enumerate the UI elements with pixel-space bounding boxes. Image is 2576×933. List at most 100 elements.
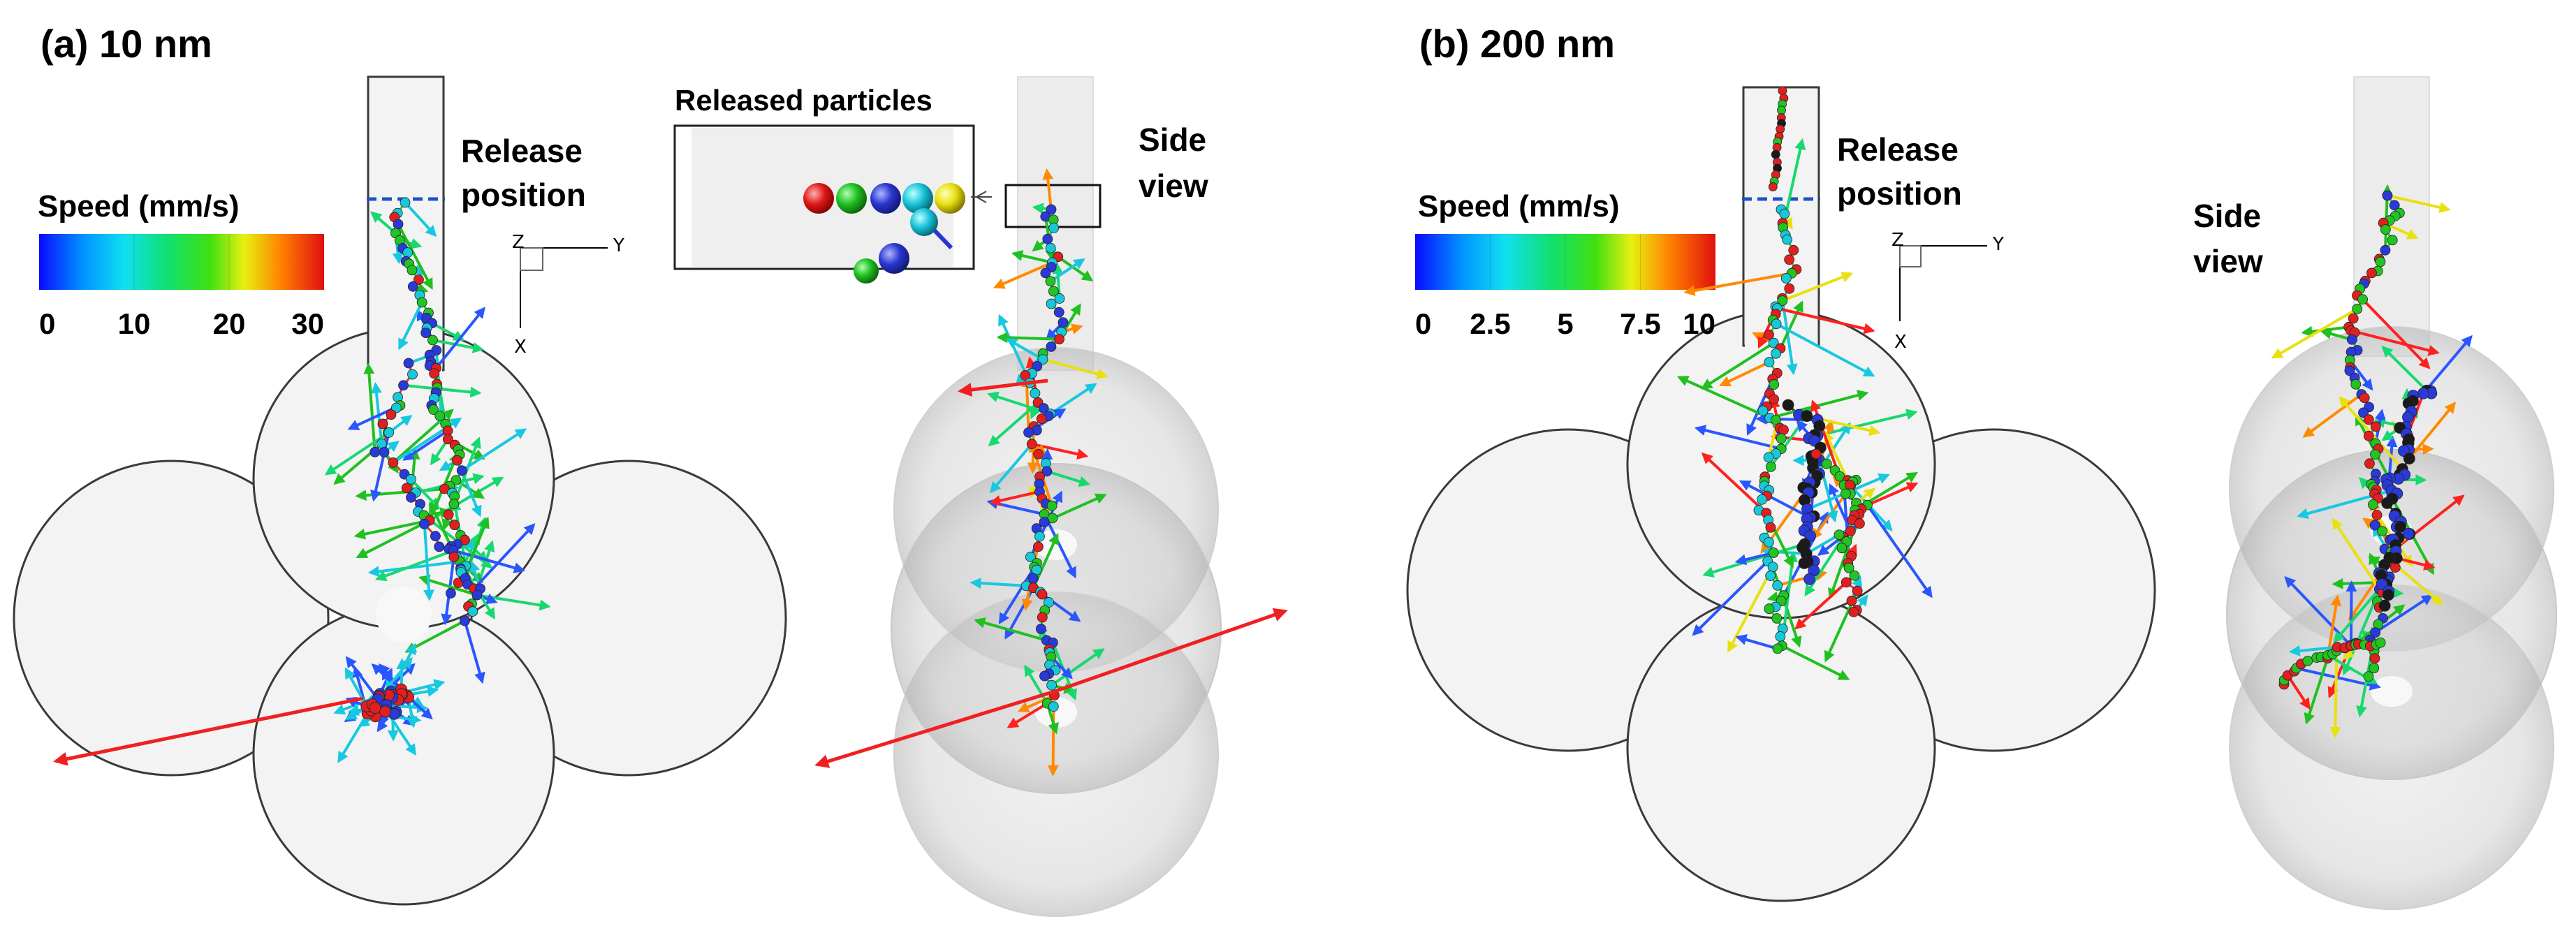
velocity-arrow bbox=[473, 523, 536, 590]
velocity-arrow bbox=[1683, 272, 1792, 296]
particle-marker bbox=[1764, 357, 1775, 367]
velocity-arrow bbox=[988, 401, 1039, 447]
particle-marker bbox=[1035, 624, 1046, 634]
particle-marker bbox=[1778, 86, 1787, 96]
velocity-arrow bbox=[989, 490, 1040, 506]
panel-b-release-label-2: position bbox=[1837, 175, 1962, 212]
velocity-arrow bbox=[363, 362, 376, 453]
particle-marker bbox=[1779, 208, 1790, 219]
particle-marker bbox=[1845, 526, 1856, 536]
particle-marker bbox=[471, 589, 483, 601]
particle-marker bbox=[1053, 307, 1064, 318]
velocity-arrow bbox=[1051, 648, 1105, 686]
particle-marker bbox=[2389, 200, 2400, 211]
particle-marker bbox=[1772, 580, 1783, 591]
velocity-arrow bbox=[2301, 325, 2349, 337]
velocity-arrow bbox=[398, 302, 423, 351]
velocity-arrow bbox=[1043, 513, 1076, 579]
particle-marker bbox=[1798, 557, 1810, 569]
velocity-arrow bbox=[1866, 504, 1933, 598]
velocity-arrow bbox=[998, 562, 1039, 625]
particle-marker bbox=[1757, 494, 1767, 505]
particle-marker bbox=[1821, 458, 1832, 469]
colorbar-tick-label: 5 bbox=[1557, 307, 1573, 340]
particle-marker bbox=[1803, 573, 1815, 585]
particle-marker bbox=[443, 509, 454, 520]
particle-marker bbox=[1027, 573, 1039, 584]
panel-a-release-label-1: Release bbox=[461, 133, 583, 169]
particle-marker bbox=[428, 404, 439, 415]
panel-a-axis-triad bbox=[520, 247, 608, 328]
particle-marker bbox=[1771, 318, 1782, 330]
particle-marker bbox=[1845, 479, 1855, 490]
particle-marker bbox=[2375, 256, 2386, 267]
particle-marker bbox=[1054, 293, 1065, 304]
panel-a-axis-x: X bbox=[514, 337, 527, 358]
colorbar-tick-label: 10 bbox=[1683, 307, 1715, 340]
particle-marker bbox=[2377, 526, 2387, 537]
particle-marker bbox=[429, 368, 440, 379]
panel-a-central-junction bbox=[376, 587, 432, 642]
particle-marker bbox=[407, 265, 418, 276]
panel-b-top-view-trajectories bbox=[1676, 86, 1933, 680]
particle-marker bbox=[2363, 414, 2374, 425]
particle-marker bbox=[1046, 204, 1057, 215]
particle-marker bbox=[2371, 510, 2383, 520]
particle-marker bbox=[369, 702, 381, 714]
particle-marker bbox=[1768, 548, 1779, 558]
velocity-arrow bbox=[337, 712, 369, 763]
velocity-arrow bbox=[1701, 341, 1775, 390]
velocity-arrow bbox=[356, 519, 430, 559]
velocity-arrow bbox=[1042, 358, 1108, 380]
particle-marker bbox=[2381, 497, 2394, 509]
panel-a-axis-y: Y bbox=[613, 235, 624, 256]
velocity-arrow bbox=[402, 429, 449, 461]
velocity-arrow bbox=[1746, 378, 1774, 436]
colorbar-tick-label: 2.5 bbox=[1470, 307, 1510, 340]
velocity-arrow bbox=[1024, 664, 1048, 705]
velocity-arrow bbox=[2286, 674, 2311, 710]
particle-marker bbox=[1042, 233, 1053, 244]
particle-marker bbox=[1776, 433, 1787, 444]
velocity-arrow bbox=[1005, 338, 1044, 361]
particle-marker bbox=[403, 358, 414, 369]
particle-marker bbox=[1036, 413, 1047, 425]
velocity-arrow bbox=[1776, 323, 1875, 377]
particle-marker bbox=[2402, 411, 2414, 423]
particle-marker bbox=[379, 447, 390, 457]
velocity-arrow bbox=[397, 223, 433, 290]
colorbar-tick-label: 0 bbox=[39, 307, 55, 340]
velocity-arrow bbox=[1701, 452, 1768, 515]
panel-b-axis-y: Y bbox=[1992, 234, 2004, 255]
panel-b-side-label-1: Side bbox=[2193, 198, 2261, 234]
particle-marker bbox=[442, 434, 453, 445]
panel-a-left-chamber bbox=[13, 460, 330, 777]
particle-marker bbox=[420, 328, 432, 339]
particle-marker bbox=[1780, 273, 1792, 284]
panel-a-top-view-vessel bbox=[13, 75, 787, 906]
velocity-arrow bbox=[1719, 360, 1770, 387]
velocity-arrow bbox=[404, 201, 437, 237]
particle-marker bbox=[1778, 425, 1789, 435]
velocity-arrow bbox=[1676, 376, 1771, 420]
particle-marker bbox=[2403, 453, 2415, 465]
velocity-arrow bbox=[2304, 658, 2329, 725]
velocity-arrow bbox=[2390, 494, 2465, 554]
particle-marker bbox=[1801, 410, 1813, 423]
panel-a-colorbar bbox=[39, 234, 324, 290]
velocity-arrow bbox=[2332, 517, 2381, 590]
colorbar-tick-label: 0 bbox=[1415, 307, 1431, 340]
velocity-arrow bbox=[370, 211, 397, 235]
velocity-arrow bbox=[1702, 543, 1806, 578]
particle-marker bbox=[1767, 561, 1778, 573]
panel-b-axis-z: Z bbox=[1891, 230, 1904, 251]
velocity-arrow bbox=[1011, 250, 1053, 264]
panel-b: (b) 200 nm Release position Speed (mm/s)… bbox=[1406, 22, 2557, 910]
inset-particle-yellow bbox=[935, 183, 965, 214]
particle-marker bbox=[1039, 670, 1050, 682]
particle-marker bbox=[2359, 392, 2370, 404]
particle-marker bbox=[1846, 596, 1857, 606]
velocity-arrow bbox=[2271, 307, 2358, 359]
velocity-arrow bbox=[2422, 335, 2473, 395]
panel-b-side-view-trajectories bbox=[2271, 184, 2473, 738]
